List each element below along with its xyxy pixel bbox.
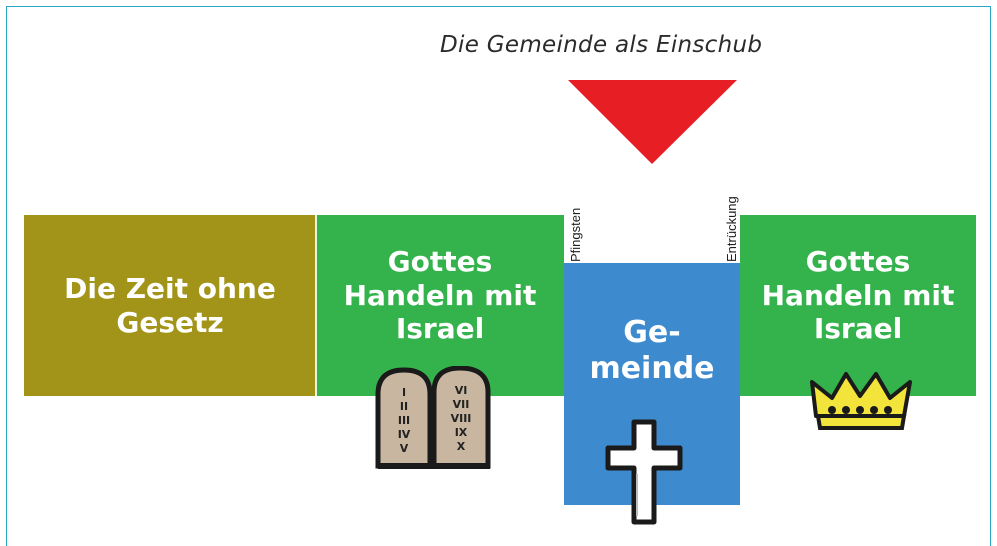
block-time-without-law-label: Die Zeit ohne Gesetz (64, 271, 276, 339)
tablet-left-numeral: V (400, 442, 409, 455)
block-israel-before-label: Gottes Handeln mit Israel (343, 245, 537, 346)
block-israel-after: Gottes Handeln mit Israel (740, 215, 976, 396)
block-israel-before: Gottes Handeln mit Israel (316, 215, 564, 396)
block-israel-after-label: Gottes Handeln mit Israel (761, 245, 955, 346)
tablet-left-numeral: IV (398, 428, 411, 441)
block-divider (315, 215, 317, 396)
stone-tablets-icon: I II III IV V VI VII VIII IX X (375, 366, 491, 469)
diagram-frame (6, 6, 991, 546)
marker-rapture: Entrückung (724, 196, 739, 262)
tablet-right-numeral: IX (455, 426, 468, 439)
tablet-right-numeral: VIII (451, 412, 472, 425)
cross-icon (605, 419, 683, 525)
tablet-left-numeral: II (400, 400, 408, 413)
diagram-title: Die Gemeinde als Einschub (440, 32, 763, 58)
crown-icon (810, 372, 912, 430)
marker-pentecost: Pfingsten (568, 207, 583, 262)
tablet-left-numeral: I (402, 386, 406, 399)
block-time-without-law: Die Zeit ohne Gesetz (24, 215, 316, 396)
tablet-right-numeral: VI (455, 384, 468, 397)
arrow-down-icon (568, 80, 737, 164)
tablet-left-numeral: III (398, 414, 410, 427)
tablet-right-numeral: X (457, 440, 466, 453)
tablet-right-numeral: VII (453, 398, 470, 411)
block-church-label: Ge- meinde (589, 315, 715, 386)
